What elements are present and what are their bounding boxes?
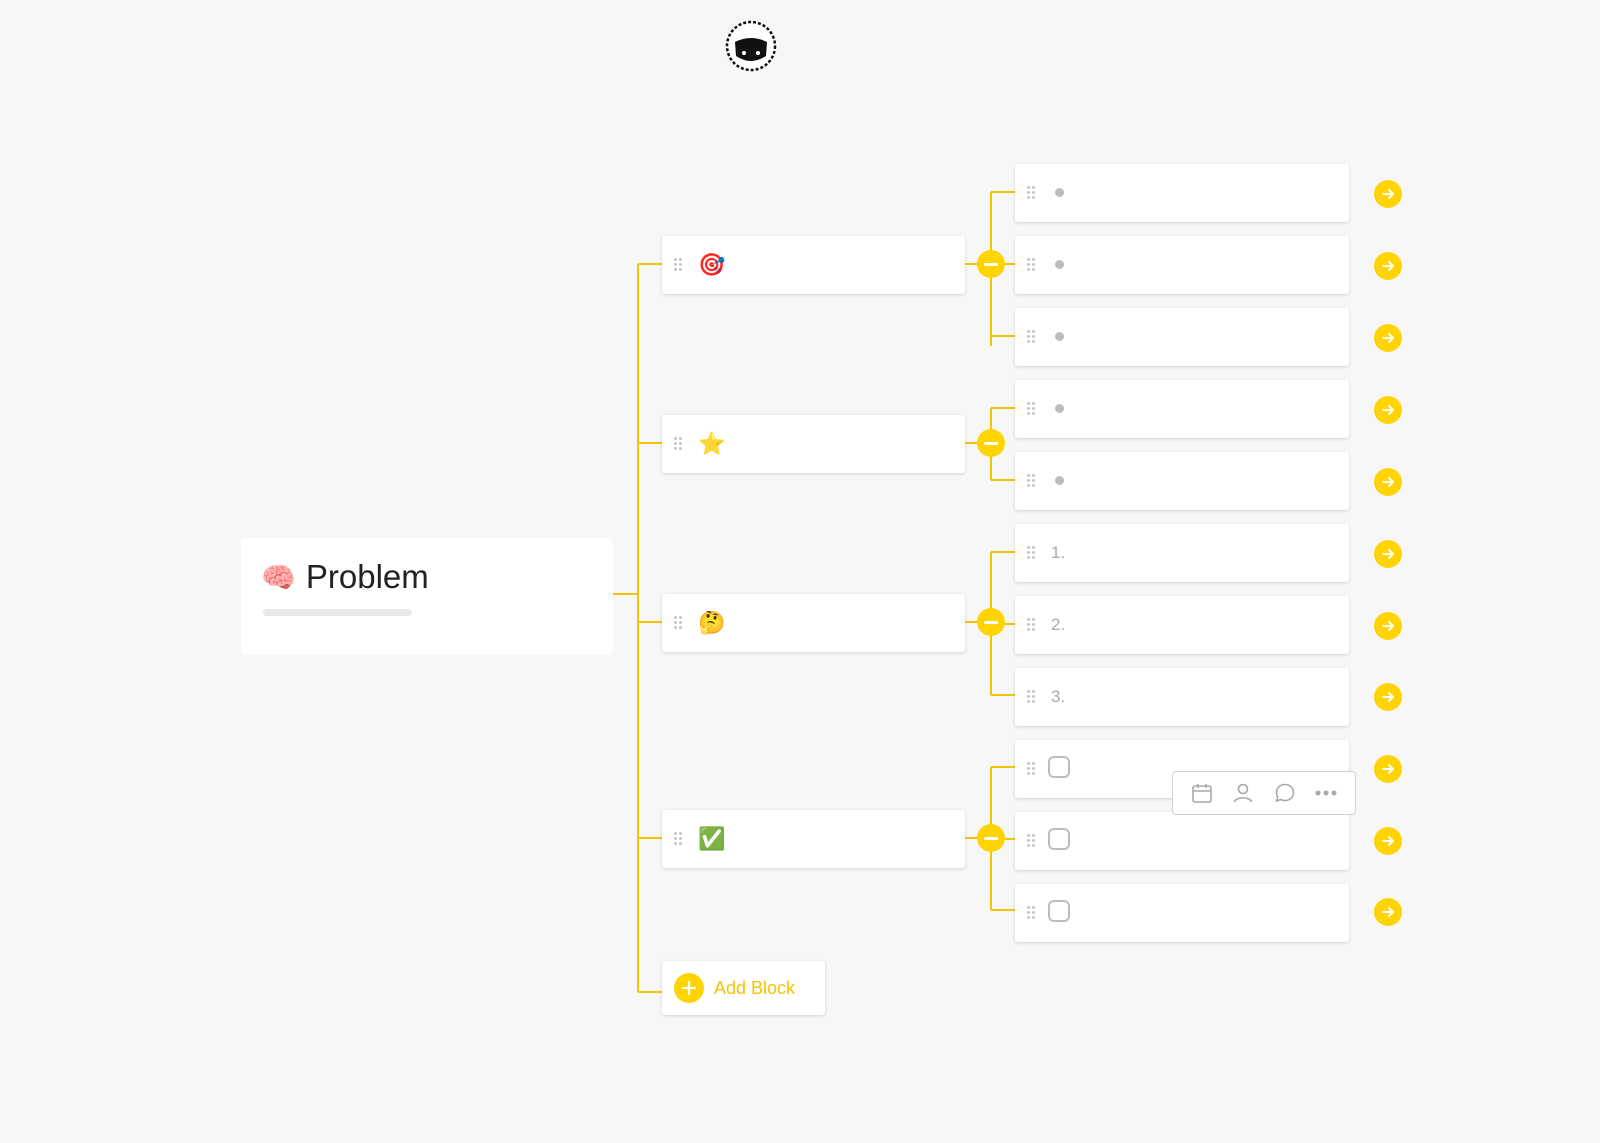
star-emoji-icon: ⭐ <box>698 431 726 456</box>
bullet-icon <box>1055 404 1064 413</box>
list-number: 3. <box>1051 687 1066 706</box>
list-item[interactable] <box>1015 380 1349 438</box>
drag-handle-icon[interactable] <box>674 832 684 846</box>
arrow-right-icon <box>1382 621 1394 631</box>
open-item-arrow-button[interactable] <box>1374 540 1402 568</box>
list-item[interactable] <box>1015 236 1349 294</box>
bullet-icon <box>1055 188 1064 197</box>
drag-handle-icon[interactable] <box>1027 690 1037 704</box>
drag-handle-icon[interactable] <box>1027 762 1037 776</box>
sheep-logo-icon[interactable] <box>725 20 777 72</box>
block-card-goal[interactable]: 🎯 <box>662 236 965 294</box>
arrow-right-icon <box>1382 907 1394 917</box>
list-item[interactable]: 3. <box>1015 668 1349 726</box>
list-item[interactable] <box>1015 164 1349 222</box>
block-card-checklist[interactable]: ✅ <box>662 810 965 868</box>
root-card[interactable]: 🧠 Problem <box>241 538 613 655</box>
open-item-arrow-button[interactable] <box>1374 396 1402 424</box>
thinking-emoji-icon: 🤔 <box>698 610 726 635</box>
list-item[interactable] <box>1015 308 1349 366</box>
drag-handle-icon[interactable] <box>1027 618 1037 632</box>
minus-icon <box>984 836 998 840</box>
add-block-button[interactable]: Add Block <box>662 961 825 1015</box>
brain-emoji-icon: 🧠 <box>261 561 296 593</box>
drag-handle-icon[interactable] <box>1027 474 1037 488</box>
drag-handle-icon[interactable] <box>1027 186 1037 200</box>
person-icon[interactable] <box>1230 780 1256 806</box>
target-emoji-icon: 🎯 <box>698 252 726 277</box>
bullet-icon <box>1055 260 1064 269</box>
root-title-text[interactable]: Problem <box>305 558 429 595</box>
arrow-right-icon <box>1382 477 1394 487</box>
drag-handle-icon[interactable] <box>1027 906 1037 920</box>
arrow-right-icon <box>1382 189 1394 199</box>
drag-handle-icon[interactable] <box>1027 402 1037 416</box>
arrow-right-icon <box>1382 405 1394 415</box>
collapse-toggle[interactable] <box>977 608 1005 636</box>
more-icon[interactable] <box>1313 780 1339 806</box>
arrow-right-icon <box>1382 333 1394 343</box>
root-title[interactable]: 🧠 Problem <box>261 558 429 596</box>
task-checkbox[interactable] <box>1048 828 1070 850</box>
plus-icon <box>674 973 704 1003</box>
minus-icon <box>984 441 998 445</box>
task-checkbox[interactable] <box>1048 900 1070 922</box>
open-item-arrow-button[interactable] <box>1374 827 1402 855</box>
bullet-icon <box>1055 476 1064 485</box>
open-item-arrow-button[interactable] <box>1374 755 1402 783</box>
list-item[interactable]: 2. <box>1015 596 1349 654</box>
block-card-thinking[interactable]: 🤔 <box>662 594 965 652</box>
arrow-right-icon <box>1382 764 1394 774</box>
arrow-right-icon <box>1382 261 1394 271</box>
list-number: 2. <box>1051 615 1066 634</box>
drag-handle-icon[interactable] <box>1027 834 1037 848</box>
arrow-right-icon <box>1382 692 1394 702</box>
open-item-arrow-button[interactable] <box>1374 898 1402 926</box>
check-mark-emoji-icon: ✅ <box>698 826 726 851</box>
collapse-toggle[interactable] <box>977 250 1005 278</box>
calendar-icon[interactable] <box>1189 780 1215 806</box>
list-item[interactable]: 1. <box>1015 524 1349 582</box>
drag-handle-icon[interactable] <box>1027 546 1037 560</box>
list-item[interactable] <box>1015 452 1349 510</box>
open-item-arrow-button[interactable] <box>1374 252 1402 280</box>
item-action-toolbar <box>1172 771 1356 815</box>
task-checkbox[interactable] <box>1048 756 1070 778</box>
open-item-arrow-button[interactable] <box>1374 324 1402 352</box>
drag-handle-icon[interactable] <box>1027 258 1037 272</box>
comment-icon[interactable] <box>1272 780 1298 806</box>
list-item[interactable] <box>1015 884 1349 942</box>
open-item-arrow-button[interactable] <box>1374 468 1402 496</box>
open-item-arrow-button[interactable] <box>1374 180 1402 208</box>
drag-handle-icon[interactable] <box>1027 330 1037 344</box>
block-card-star[interactable]: ⭐ <box>662 415 965 473</box>
open-item-arrow-button[interactable] <box>1374 683 1402 711</box>
arrow-right-icon <box>1382 549 1394 559</box>
collapse-toggle[interactable] <box>977 824 1005 852</box>
bullet-icon <box>1055 332 1064 341</box>
list-item[interactable] <box>1015 812 1349 870</box>
add-block-label: Add Block <box>714 978 796 998</box>
drag-handle-icon[interactable] <box>674 437 684 451</box>
root-subtitle-placeholder[interactable] <box>263 609 412 616</box>
list-number: 1. <box>1051 543 1066 562</box>
minus-icon <box>984 262 998 266</box>
collapse-toggle[interactable] <box>977 429 1005 457</box>
open-item-arrow-button[interactable] <box>1374 612 1402 640</box>
minus-icon <box>984 620 998 624</box>
drag-handle-icon[interactable] <box>674 258 684 272</box>
drag-handle-icon[interactable] <box>674 616 684 630</box>
arrow-right-icon <box>1382 836 1394 846</box>
